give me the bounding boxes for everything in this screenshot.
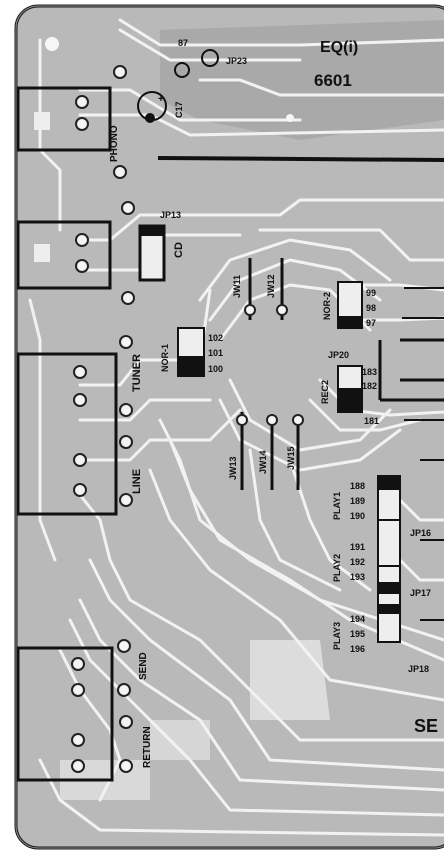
input-label-return: RETURN <box>142 726 153 768</box>
jumper-wire-jw14: JW14 <box>258 414 278 490</box>
svg-text:REC2: REC2 <box>320 380 330 404</box>
pcb-traces <box>28 18 444 837</box>
svg-text:JP17: JP17 <box>410 588 431 598</box>
switch-nor1: NOR-1 102 101 100 <box>160 327 223 377</box>
svg-text:102: 102 <box>208 333 223 343</box>
pin-markers <box>113 65 135 773</box>
svg-text:JW11: JW11 <box>232 275 242 298</box>
connector-phono <box>16 86 112 152</box>
svg-text:183: 183 <box>362 367 377 377</box>
svg-text:194: 194 <box>350 614 365 624</box>
svg-text:191: 191 <box>350 542 365 552</box>
svg-text:99: 99 <box>366 288 376 298</box>
input-label-send: SEND <box>138 652 149 680</box>
svg-text:181: 181 <box>364 416 379 426</box>
svg-text:NOR-2: NOR-2 <box>322 292 332 320</box>
switch-strip-play <box>377 475 401 643</box>
capacitor-c17: C17 + <box>137 91 184 123</box>
svg-text:JP16: JP16 <box>410 528 431 538</box>
svg-text:196: 196 <box>350 644 365 654</box>
svg-text:JW12: JW12 <box>266 274 276 298</box>
svg-text:PLAY1: PLAY1 <box>332 492 342 520</box>
svg-text:188: 188 <box>350 481 365 491</box>
connector-cd <box>16 220 112 290</box>
svg-text:JW14: JW14 <box>258 450 268 474</box>
jumper-wire-jw12: JW12 <box>266 258 288 320</box>
play3-group: PLAY3 194 195 196 JP18 <box>332 614 429 674</box>
input-label-tuner: TUNER <box>131 354 143 392</box>
svg-text:190: 190 <box>350 511 365 521</box>
svg-text:195: 195 <box>350 629 365 639</box>
svg-text:C17: C17 <box>174 101 184 118</box>
mounting-hole <box>45 37 59 51</box>
input-label-phono: PHONO <box>109 125 120 162</box>
svg-text:PLAY3: PLAY3 <box>332 622 342 650</box>
svg-text:182: 182 <box>362 381 377 391</box>
play1-group: PLAY1 188 189 190 JP16 <box>332 481 431 538</box>
svg-text:JP20: JP20 <box>328 350 349 360</box>
bus-lines <box>157 156 444 621</box>
svg-text:100: 100 <box>208 364 223 374</box>
board-code: 6601 <box>314 71 352 90</box>
svg-text:101: 101 <box>208 348 223 358</box>
jumper-jp23: JP23 <box>226 56 247 66</box>
svg-text:193: 193 <box>350 572 365 582</box>
play2-group: PLAY2 191 192 193 JP17 <box>332 542 431 598</box>
switch-rec2: JP20 REC2 183 182 181 <box>320 350 379 426</box>
svg-text:JW15: JW15 <box>286 446 296 470</box>
svg-text:97: 97 <box>366 318 376 328</box>
mounting-hole <box>286 114 294 122</box>
jumper-wire-jw15: JW15 <box>286 414 304 490</box>
svg-text:98: 98 <box>366 303 376 313</box>
input-label-cd: CD <box>173 242 185 258</box>
svg-text:JP18: JP18 <box>408 664 429 674</box>
svg-text:PLAY2: PLAY2 <box>332 554 342 582</box>
connector-tuner-line <box>16 352 118 516</box>
jumper-wire-jw11: JW11 <box>232 258 256 320</box>
switch-nor2: NOR-2 99 98 97 <box>322 281 376 329</box>
svg-text:192: 192 <box>350 557 365 567</box>
jumper-wire-jw13: JW13 <box>228 412 248 490</box>
svg-text:JW13: JW13 <box>228 456 238 480</box>
connector-send-return <box>16 646 114 782</box>
board-title: EQ(i) <box>320 39 358 56</box>
svg-text:189: 189 <box>350 496 365 506</box>
input-label-line: LINE <box>131 469 143 494</box>
svg-text:+: + <box>158 94 164 105</box>
ref-87: 87 <box>178 38 188 48</box>
board-sub-label: SE <box>414 716 438 736</box>
svg-text:NOR-1: NOR-1 <box>160 344 170 372</box>
jumper-jp13: JP13 <box>160 210 181 220</box>
